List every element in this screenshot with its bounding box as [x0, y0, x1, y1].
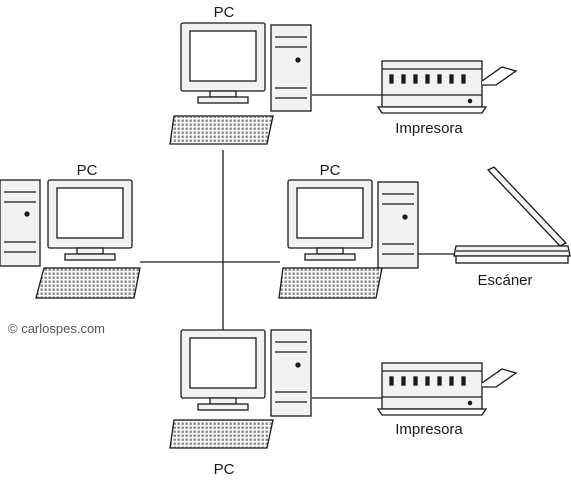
- pc-top: [169, 22, 312, 145]
- tower-icon: [0, 179, 41, 267]
- printer-bottom: [376, 362, 518, 416]
- label-scanner: Escáner: [477, 272, 532, 289]
- keyboard-icon: [35, 267, 141, 299]
- credit-text: © carlospes.com: [8, 321, 105, 336]
- printer-icon: [376, 362, 518, 416]
- label-printer-top: Impresora: [395, 120, 463, 137]
- pc-bottom: [169, 329, 312, 449]
- monitor-icon: [47, 179, 133, 261]
- monitor-icon: [287, 179, 373, 261]
- label-pc-top: PC: [214, 4, 235, 21]
- keyboard-icon: [278, 267, 383, 299]
- tower-icon: [270, 24, 312, 112]
- pc-left: [0, 179, 141, 299]
- printer-top: [376, 60, 518, 114]
- label-pc-right: PC: [320, 162, 341, 179]
- label-printer-bottom: Impresora: [395, 421, 463, 438]
- keyboard-icon: [169, 419, 274, 449]
- keyboard-icon: [169, 115, 274, 145]
- printer-icon: [376, 60, 518, 114]
- label-pc-bottom: PC: [214, 461, 235, 478]
- label-pc-left: PC: [77, 162, 98, 179]
- monitor-icon: [180, 329, 266, 411]
- tower-icon: [270, 329, 312, 417]
- scanner-icon: [453, 166, 571, 264]
- monitor-icon: [180, 22, 266, 104]
- scanner: [453, 166, 571, 264]
- network-cables: [140, 94, 455, 399]
- pc-right: [278, 179, 419, 299]
- tower-icon: [377, 181, 419, 269]
